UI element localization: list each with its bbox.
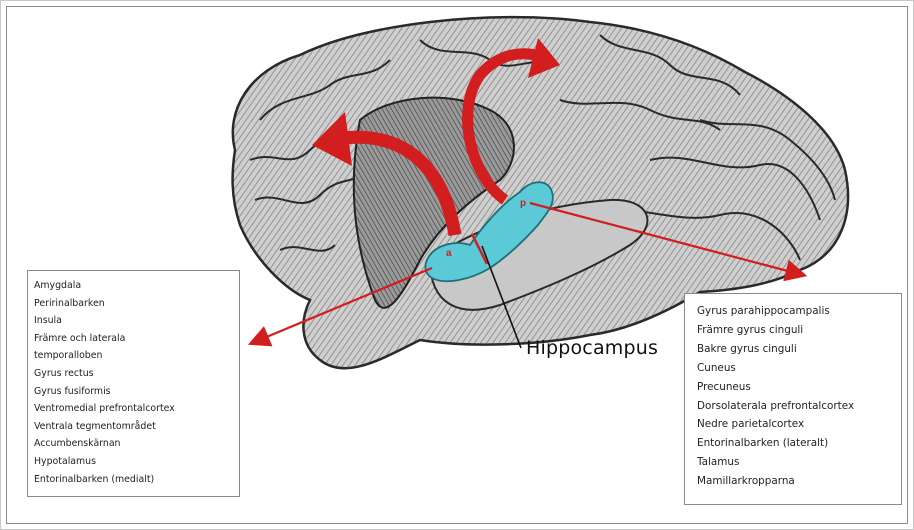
list-item: Dorsolaterala prefrontalcortex bbox=[697, 397, 901, 416]
list-item: Hypotalamus bbox=[34, 453, 239, 471]
list-item: Peririnalbarken bbox=[34, 295, 239, 313]
list-item: Accumbenskärnan bbox=[34, 435, 239, 453]
list-item: Nedre parietalcortex bbox=[697, 415, 901, 434]
marker-anterior: a bbox=[446, 248, 452, 259]
list-item: Ventrala tegmentområdet bbox=[34, 418, 239, 436]
list-item: Gyrus rectus bbox=[34, 365, 239, 383]
list-item: Amygdala bbox=[34, 277, 239, 295]
list-item: Entorinalbarken (medialt) bbox=[34, 471, 239, 489]
marker-posterior: p bbox=[520, 198, 526, 209]
list-item: temporalloben bbox=[34, 347, 239, 365]
hippocampus-label: Hippocampus bbox=[526, 337, 658, 359]
list-item: Entorinalbarken (lateralt) bbox=[697, 434, 901, 453]
list-item: Främre gyrus cinguli bbox=[697, 321, 901, 340]
list-item: Cuneus bbox=[697, 359, 901, 378]
list-item: Gyrus parahippocampalis bbox=[697, 302, 901, 321]
list-item: Gyrus fusiformis bbox=[34, 383, 239, 401]
list-item: Mamillarkropparna bbox=[697, 472, 901, 491]
list-item: Ventromedial prefrontalcortex bbox=[34, 400, 239, 418]
list-item: Insula bbox=[34, 312, 239, 330]
list-item: Främre och laterala bbox=[34, 330, 239, 348]
list-item: Talamus bbox=[697, 453, 901, 472]
list-item: Bakre gyrus cinguli bbox=[697, 340, 901, 359]
list-item: Precuneus bbox=[697, 378, 901, 397]
